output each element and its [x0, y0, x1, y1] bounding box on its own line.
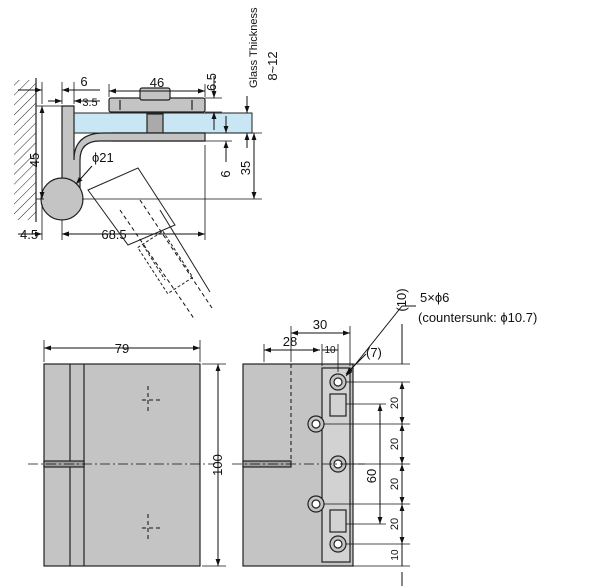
side-view: 30 28 10 (7) (10) 5×ϕ6 (countersunk: ϕ10… — [232, 288, 537, 586]
dim-46: 46 — [150, 75, 164, 90]
glass-thickness-label: Glass Thickness — [248, 7, 260, 88]
clamp-screw — [146, 113, 164, 135]
dim-20-c: 20 — [389, 478, 401, 490]
dim-10-bottom: 10 — [390, 549, 401, 561]
dim-7: (7) — [366, 345, 382, 360]
dim-6-top: 6 — [80, 74, 87, 89]
dim-68-5: 68.5 — [101, 227, 126, 242]
dim-6-5: 6.5 — [204, 73, 219, 91]
hole-5 — [329, 535, 347, 553]
dim-10-top: 10 — [324, 345, 336, 356]
dim-20-b: 20 — [389, 438, 401, 450]
wall-hatch — [14, 80, 36, 220]
dim-30: 30 — [313, 317, 327, 332]
plan-view: 6 3.5 46 6.5 Glass Thickness 8~12 45 ϕ21 — [14, 7, 280, 321]
hole-4 — [307, 495, 325, 513]
dim-28: 28 — [283, 334, 297, 349]
countersunk-note: (countersunk: ϕ10.7) — [418, 310, 537, 325]
dim-35: 35 — [238, 161, 253, 175]
dim-6-right: 6 — [218, 170, 233, 177]
dim-10-paren: (10) — [394, 288, 409, 311]
hole-2 — [307, 415, 325, 433]
dim-4-5: 4.5 — [20, 227, 38, 242]
hole-1 — [329, 373, 347, 391]
dim-100: 100 — [210, 454, 225, 476]
dim-3-5: 3.5 — [82, 97, 97, 109]
dim-phi21: ϕ21 — [92, 150, 114, 165]
dim-20-d: 20 — [389, 518, 401, 530]
dim-45: 45 — [27, 153, 42, 167]
holes-note: 5×ϕ6 — [420, 290, 449, 305]
dim-79: 79 — [115, 341, 129, 356]
dim-60: 60 — [364, 469, 379, 483]
front-view: 79 100 — [28, 340, 226, 567]
glass-thickness-range: 8~12 — [265, 51, 280, 80]
swing-position — [87, 167, 213, 321]
pivot-barrel — [40, 177, 84, 221]
dim-20-a: 20 — [389, 397, 401, 409]
